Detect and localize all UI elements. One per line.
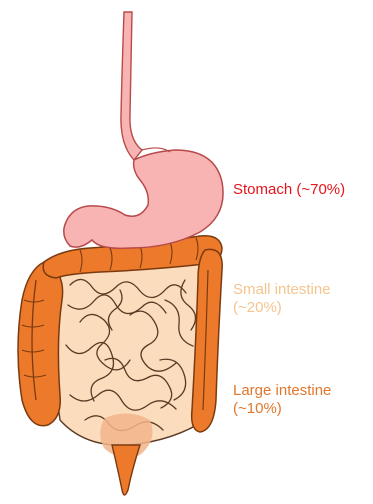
small-intestine-label-percent: (~20%)	[233, 299, 331, 317]
stomach	[64, 150, 223, 248]
small-intestine-label: Small intestine (~20%)	[233, 281, 331, 317]
stomach-group	[64, 12, 223, 248]
large-intestine-label-percent: (~10%)	[233, 400, 331, 418]
small-intestine-label-name: Small intestine	[233, 281, 331, 299]
stomach-label-text: Stomach (~70%)	[233, 181, 345, 198]
large-intestine-label: Large intestine (~10%)	[233, 382, 331, 418]
ascending-colon	[18, 262, 63, 426]
small-intestine	[54, 258, 206, 457]
rectum	[112, 445, 140, 495]
large-intestine-label-name: Large intestine	[233, 382, 331, 400]
esophagus	[121, 12, 142, 160]
stomach-label: Stomach (~70%)	[233, 181, 345, 199]
